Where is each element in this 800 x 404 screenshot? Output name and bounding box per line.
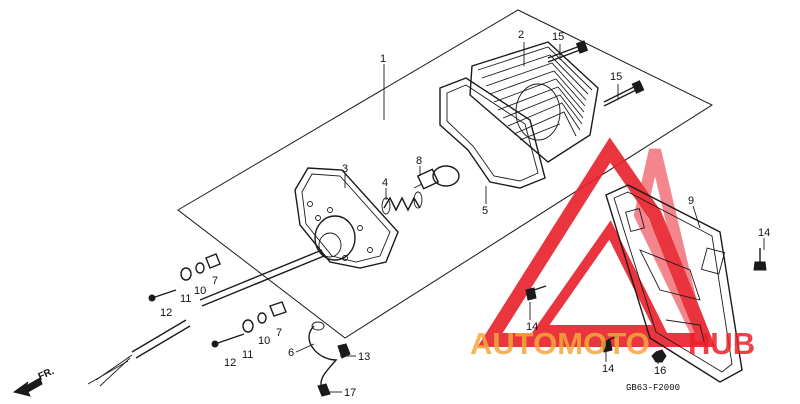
callout-7a: 7 bbox=[212, 275, 218, 287]
svg-text:AUTOMOTO: AUTOMOTO bbox=[470, 326, 650, 361]
callout-12a: 12 bbox=[160, 307, 172, 319]
nut-16 bbox=[651, 349, 667, 363]
wire-6 bbox=[308, 321, 351, 397]
screw-15a bbox=[547, 40, 589, 63]
callout-5: 5 bbox=[482, 205, 488, 217]
callout-14c: 14 bbox=[602, 363, 614, 375]
callout-1: 1 bbox=[380, 53, 386, 65]
callout-16: 16 bbox=[654, 365, 666, 377]
callout-10b: 10 bbox=[258, 335, 270, 347]
bolt-14a bbox=[753, 248, 767, 271]
callout-10a: 10 bbox=[194, 285, 206, 297]
bolt-14c bbox=[601, 335, 619, 353]
callout-ticks bbox=[295, 302, 659, 393]
diagram-code: GB63-F2000 bbox=[626, 383, 680, 393]
bolt-14b bbox=[525, 285, 547, 301]
bulb-part bbox=[413, 165, 460, 190]
fastener-set-upper bbox=[148, 253, 221, 302]
callout-15a: 15 bbox=[552, 31, 564, 43]
callout-7b: 7 bbox=[276, 327, 282, 339]
direction-label: FR. bbox=[37, 366, 56, 383]
callout-14b: 14 bbox=[526, 321, 538, 333]
callout-9: 9 bbox=[688, 195, 694, 207]
wire-harness bbox=[87, 249, 325, 387]
lens-part bbox=[469, 41, 599, 163]
callout-8: 8 bbox=[416, 155, 422, 167]
housing-part bbox=[294, 167, 399, 269]
bracket-part bbox=[605, 184, 743, 383]
callout-12b: 12 bbox=[224, 357, 236, 369]
callout-3: 3 bbox=[342, 163, 348, 175]
svg-text:HUB: HUB bbox=[688, 326, 755, 361]
callout-15b: 15 bbox=[610, 71, 622, 83]
gasket-part bbox=[439, 77, 546, 189]
callout-13: 13 bbox=[358, 351, 370, 363]
watermark-brand: AUTOMOTO HUB bbox=[470, 326, 755, 361]
callout-14a: 14 bbox=[758, 227, 770, 239]
callout-17: 17 bbox=[344, 387, 356, 399]
watermark-logo bbox=[477, 137, 716, 347]
front-arrow-icon bbox=[12, 377, 43, 397]
callout-4: 4 bbox=[382, 177, 388, 189]
screw-15b bbox=[603, 80, 645, 107]
callout-11a: 11 bbox=[180, 293, 191, 305]
assembly-outline bbox=[177, 9, 714, 339]
callout-6: 6 bbox=[288, 347, 294, 359]
leader-lines bbox=[344, 42, 765, 250]
callout-2: 2 bbox=[518, 29, 524, 41]
fastener-set-lower bbox=[211, 301, 287, 348]
spring-part bbox=[381, 191, 423, 215]
callout-11b: 11 bbox=[242, 349, 253, 361]
